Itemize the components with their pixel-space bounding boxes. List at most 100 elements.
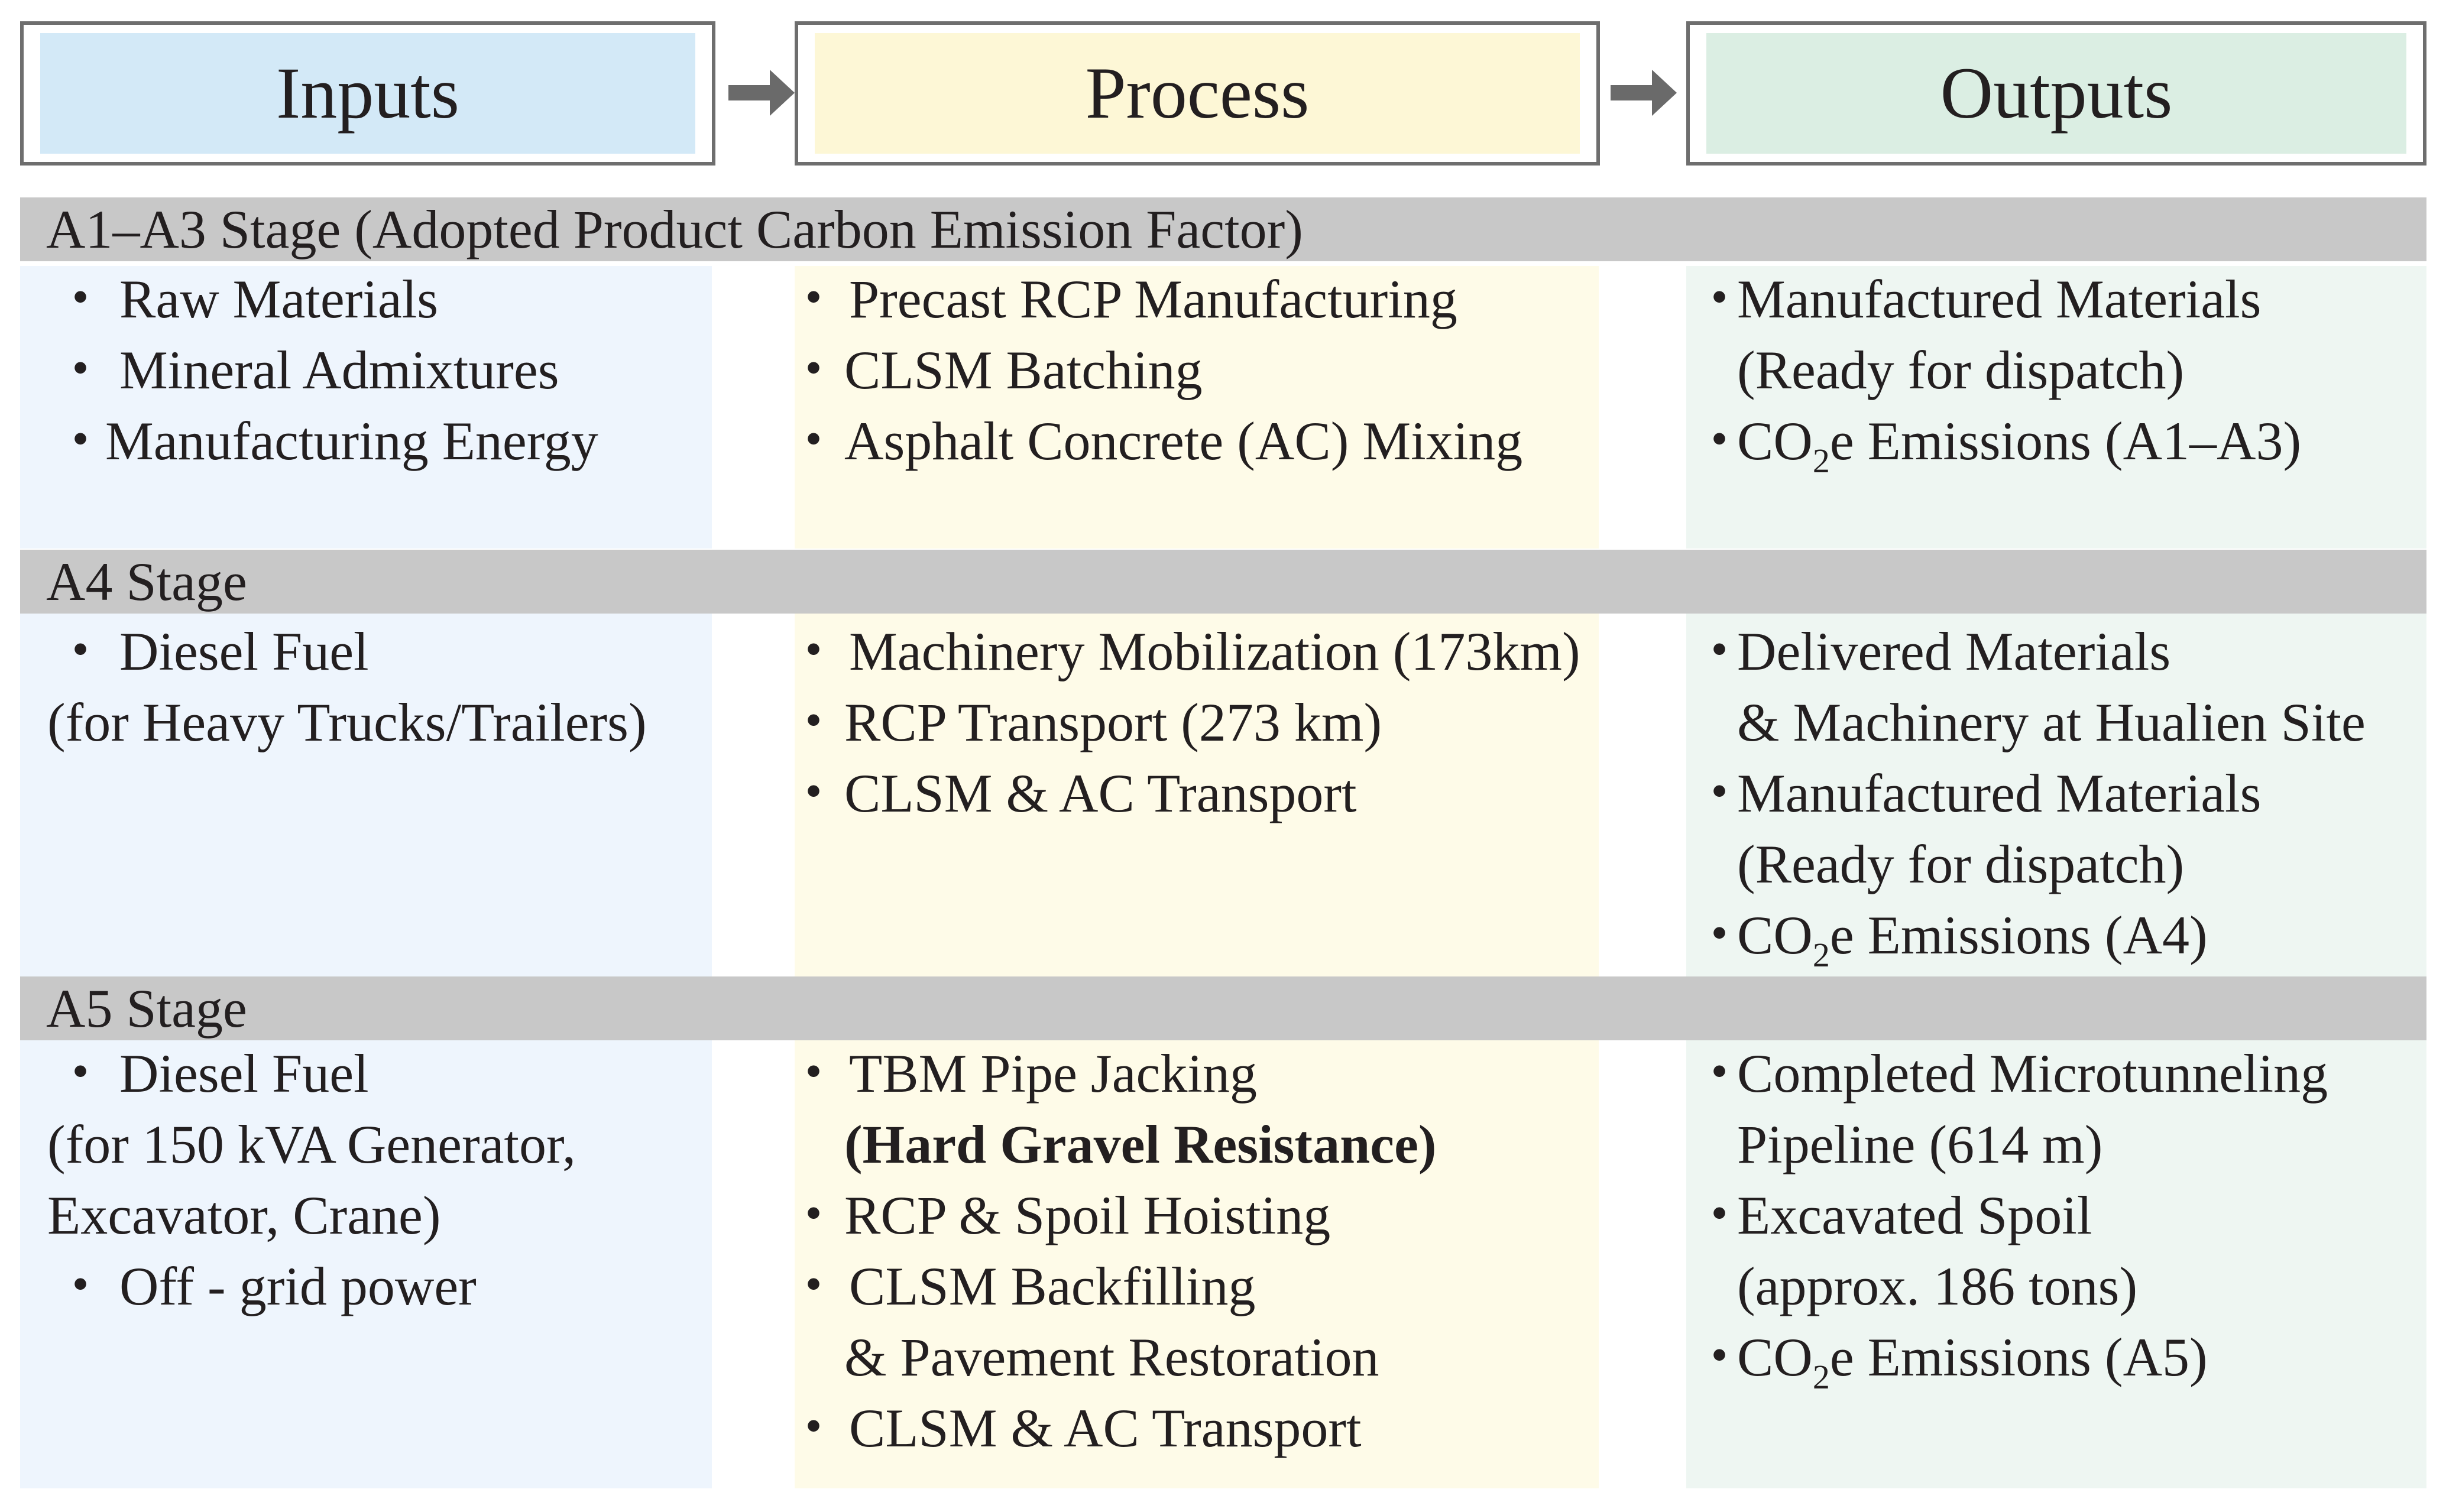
list-item: Pipeline (614 m)	[1692, 1109, 2425, 1180]
list-item: (approx. 186 tons)	[1692, 1251, 2425, 1322]
list-item-label: Machinery Mobilization (173km)	[849, 621, 1580, 682]
list-item-label: Off - grid power	[119, 1256, 477, 1316]
list-item-label: Diesel Fuel	[119, 1043, 369, 1104]
list-item: (for Heavy Trucks/Trailers)	[47, 687, 704, 758]
arrow-icon	[726, 31, 797, 155]
list-item: ・ Raw Materials	[53, 264, 704, 335]
list-item: & Machinery at Hualien Site	[1692, 687, 2425, 758]
list-item: ・ RCP & Spoil Hoisting	[786, 1180, 1602, 1251]
process-header: Process	[815, 33, 1580, 154]
list-item: & Pavement Restoration	[786, 1322, 1602, 1393]
a5-process-list: ・ TBM Pipe Jacking (Hard Gravel Resistan…	[786, 1038, 1602, 1464]
a5-outputs-list: ・ Completed Microtunneling Pipeline (614…	[1692, 1038, 2425, 1396]
bullet: ・	[1692, 621, 1747, 682]
process-column-a5	[795, 1038, 1599, 1488]
co2-emissions-label: CO2e Emissions (A1–A3)	[1737, 411, 2302, 480]
list-item: ・ RCP Transport (273 km)	[786, 687, 1602, 758]
list-item: ・ CLSM Batching	[786, 335, 1602, 405]
list-item: ・ Excavated Spoil	[1692, 1180, 2425, 1251]
bullet: ・	[1692, 763, 1747, 823]
bullet: ・	[786, 1256, 841, 1316]
list-item: (Ready for dispatch)	[1692, 829, 2425, 900]
list-item-label: (for 150 kVA Generator,	[47, 1114, 576, 1174]
list-item-label: Delivered Materials	[1737, 621, 2171, 682]
list-item-label: (Ready for dispatch)	[1737, 340, 2185, 400]
co2-emissions-label: CO2e Emissions (A4)	[1737, 905, 2208, 974]
stage-bar-a5: A5 Stage	[20, 976, 2426, 1040]
process-column-a4	[795, 612, 1599, 979]
list-item-label: (Hard Gravel Resistance)	[844, 1114, 1437, 1174]
co2-emissions-label: CO2e Emissions (A5)	[1737, 1327, 2208, 1396]
list-item: ・ CO2e Emissions (A4)	[1692, 900, 2425, 974]
a1a3-outputs-list: ・ Manufactured Materials (Ready for disp…	[1692, 264, 2425, 480]
list-item: ・ CLSM & AC Transport	[786, 1393, 1602, 1464]
list-item-label: Manufactured Materials	[1737, 763, 2262, 823]
list-item: ・ Diesel Fuel	[53, 1038, 704, 1109]
list-item: (Ready for dispatch)	[1692, 335, 2425, 405]
list-item: ・ Manufactured Materials	[1692, 264, 2425, 335]
inputs-header: Inputs	[40, 33, 695, 154]
list-item-label: RCP & Spoil Hoisting	[844, 1185, 1331, 1245]
outputs-column-a4	[1686, 612, 2426, 979]
list-item: (for 150 kVA Generator,	[47, 1109, 704, 1180]
list-item: ・ Mineral Admixtures	[53, 335, 704, 405]
bullet: ・	[786, 411, 841, 471]
a1a3-inputs-list: ・ Raw Materials ・ Mineral Admixtures ・ M…	[53, 264, 704, 476]
outputs-header: Outputs	[1706, 33, 2406, 154]
stage-bar-a4: A4 Stage	[20, 550, 2426, 614]
inputs-header-box: Inputs	[20, 21, 715, 166]
list-item: ・ Asphalt Concrete (AC) Mixing	[786, 405, 1602, 476]
arrow-icon	[1608, 31, 1679, 155]
list-item-label: (Ready for dispatch)	[1737, 834, 2185, 894]
bullet: ・	[786, 1043, 841, 1104]
list-item: ・ Precast RCP Manufacturing	[786, 264, 1602, 335]
bullet: ・	[786, 269, 841, 329]
list-item-label: Raw Materials	[119, 269, 439, 329]
bullet: ・	[786, 1398, 841, 1458]
list-item: (Hard Gravel Resistance)	[786, 1109, 1602, 1180]
list-item-label: RCP Transport (273 km)	[844, 692, 1382, 752]
bullet: ・	[53, 1256, 108, 1316]
outputs-header-box: Outputs	[1686, 21, 2426, 166]
list-item: ・ Delivered Materials	[1692, 616, 2425, 687]
list-item-label: Manufacturing Energy	[105, 411, 598, 471]
bullet: ・	[1692, 411, 1747, 471]
bullet: ・	[53, 621, 108, 682]
list-item-label: Manufactured Materials	[1737, 269, 2262, 329]
bullet: ・	[53, 411, 108, 471]
list-item-label: CLSM & AC Transport	[844, 763, 1357, 823]
list-item: ・ CLSM & AC Transport	[786, 758, 1602, 829]
list-item: ・ Diesel Fuel	[53, 616, 704, 687]
list-item-label: Mineral Admixtures	[119, 340, 559, 400]
bullet: ・	[786, 621, 841, 682]
list-item-label: Pipeline (614 m)	[1737, 1114, 2103, 1174]
inputs-column-a4	[20, 612, 712, 979]
list-item: ・ CLSM Backfilling	[786, 1251, 1602, 1322]
bullet: ・	[1692, 905, 1747, 965]
list-item: ・ Manufacturing Energy	[53, 405, 704, 476]
process-header-box: Process	[795, 21, 1600, 166]
stage-bar-a1a3: A1–A3 Stage (Adopted Product Carbon Emis…	[20, 197, 2426, 261]
list-item: ・ Machinery Mobilization (173km)	[786, 616, 1602, 687]
list-item-label: CLSM & AC Transport	[849, 1398, 1362, 1458]
a4-outputs-list: ・ Delivered Materials & Machinery at Hua…	[1692, 616, 2425, 974]
list-item: ・ Completed Microtunneling	[1692, 1038, 2425, 1109]
list-item-label: & Machinery at Hualien Site	[1737, 692, 2366, 752]
list-item: ・ CO2e Emissions (A1–A3)	[1692, 405, 2425, 480]
list-item: ・ CO2e Emissions (A5)	[1692, 1322, 2425, 1396]
list-item: Excavator, Crane)	[47, 1180, 704, 1251]
inputs-column-a1a3	[20, 266, 712, 549]
bullet: ・	[786, 763, 841, 823]
list-item: ・ Off - grid power	[53, 1251, 704, 1322]
a1a3-process-list: ・ Precast RCP Manufacturing ・ CLSM Batch…	[786, 264, 1602, 476]
list-item-label: Excavated Spoil	[1737, 1185, 2092, 1245]
a5-inputs-list: ・ Diesel Fuel (for 150 kVA Generator, Ex…	[47, 1038, 704, 1322]
process-column-a1a3	[795, 266, 1599, 549]
list-item-label: (approx. 186 tons)	[1737, 1256, 2138, 1316]
list-item: ・ TBM Pipe Jacking	[786, 1038, 1602, 1109]
list-item-label: TBM Pipe Jacking	[849, 1043, 1257, 1104]
bullet: ・	[786, 340, 841, 400]
list-item-label: Precast RCP Manufacturing	[849, 269, 1457, 329]
outputs-column-a5	[1686, 1038, 2426, 1488]
bullet: ・	[1692, 269, 1747, 329]
